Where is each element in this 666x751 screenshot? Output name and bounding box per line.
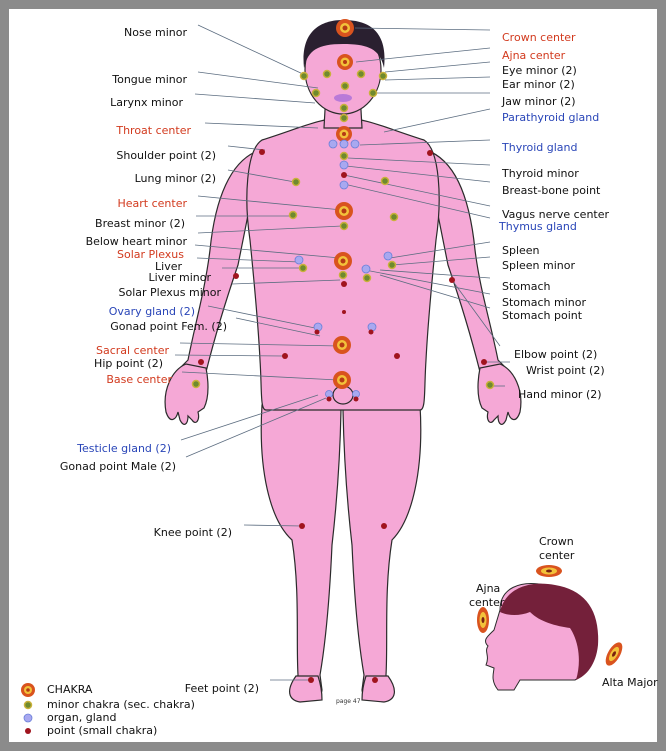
label-elbow-point: Elbow point (2) — [514, 349, 597, 361]
label-gonad-point-male: Gonad point Male (2) — [60, 461, 176, 473]
legend-symbols — [21, 683, 35, 734]
inset-alta-major-chakra — [602, 640, 625, 669]
label-lung-minor: Lung minor (2) — [135, 173, 216, 185]
chakra-heart — [335, 202, 353, 220]
chakra-crown — [336, 19, 354, 37]
label-ear-minor: Ear minor (2) — [502, 79, 575, 91]
legend-organ-symbol — [24, 714, 32, 722]
legend-organ-label: organ, gland — [47, 712, 116, 724]
chakra-solar-plexus — [334, 252, 352, 270]
label-solar-plexus-minor: Solar Plexus minor — [119, 287, 222, 299]
label-ovary-gland: Ovary gland (2) — [109, 306, 195, 318]
legend-point-label: point (small chakra) — [47, 725, 157, 737]
label-jaw-minor: Jaw minor (2) — [502, 96, 576, 108]
label-throat-center: Throat center — [116, 125, 191, 137]
label-thymus-gland: Thymus gland — [499, 221, 577, 233]
label-thyroid-minor: Thyroid minor — [502, 168, 579, 180]
label-testicle-gland: Testicle gland (2) — [77, 443, 171, 455]
label-base-center: Base center — [106, 374, 172, 386]
chakra-sacral — [333, 336, 351, 354]
label-below-heart-minor: Below heart minor — [86, 236, 187, 248]
label-stomach: Stomach — [502, 281, 551, 293]
label-parathyroid-gland: Parathyroid gland — [502, 112, 599, 124]
inset-ajna-label-1: Ajna — [476, 583, 500, 595]
inset-crown-label-2: center — [539, 550, 574, 562]
label-sacral-center: Sacral center — [96, 345, 169, 357]
label-shoulder-point: Shoulder point (2) — [116, 150, 216, 162]
label-wrist-point: Wrist point (2) — [526, 365, 605, 377]
label-liver-minor: Liver minor — [149, 272, 211, 284]
label-gonad-point-fem: Gonad point Fem. (2) — [110, 321, 227, 333]
label-tongue-minor: Tongue minor — [112, 74, 187, 86]
label-breast-minor: Breast minor (2) — [95, 218, 185, 230]
label-hip-point: Hip point (2) — [94, 358, 163, 370]
inset-crown-chakra — [536, 565, 562, 577]
label-spleen: Spleen — [502, 245, 540, 257]
label-ajna-center: Ajna center — [502, 50, 565, 62]
chakra-base — [333, 371, 351, 389]
legend-chakra-label: CHAKRA — [47, 684, 92, 696]
inset-crown-label-1: Crown — [539, 536, 574, 548]
legend-point-symbol — [25, 728, 31, 734]
legend-chakra-symbol — [21, 683, 35, 697]
label-stomach-minor: Stomach minor — [502, 297, 586, 309]
label-knee-point: Knee point (2) — [154, 527, 232, 539]
label-breast-bone-point: Breast-bone point — [502, 185, 600, 197]
lips — [334, 94, 352, 102]
inset-alta-major-label: Alta Major — [602, 677, 658, 689]
page-number: page 47 — [336, 698, 361, 705]
chakra-ajna — [337, 54, 353, 70]
label-larynx-minor: Larynx minor — [110, 97, 183, 109]
inset-ajna-chakra — [477, 607, 489, 633]
label-spleen-minor: Spleen minor — [502, 260, 575, 272]
label-hand-minor: Hand minor (2) — [518, 389, 602, 401]
legend-minor-symbol — [25, 702, 32, 709]
label-nose-minor: Nose minor — [124, 27, 187, 39]
label-eye-minor: Eye minor (2) — [502, 65, 577, 77]
label-heart-center: Heart center — [117, 198, 187, 210]
legend-minor-label: minor chakra (sec. chakra) — [47, 699, 195, 711]
label-thyroid-gland: Thyroid gland — [502, 142, 577, 154]
label-stomach-point: Stomach point — [502, 310, 582, 322]
inset-ajna-label-2: center — [469, 597, 504, 609]
label-crown-center: Crown center — [502, 32, 576, 44]
label-feet-point: Feet point (2) — [185, 683, 259, 695]
